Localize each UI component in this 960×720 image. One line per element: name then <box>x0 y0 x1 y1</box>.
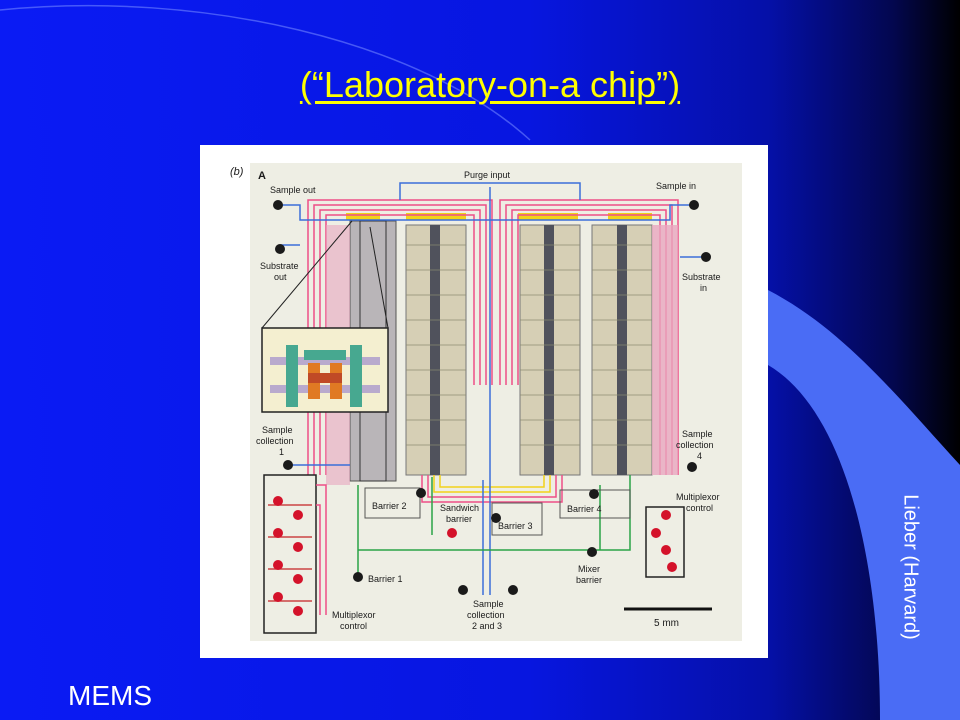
zoom-inset <box>261 220 389 413</box>
label-sample-collection-1-b: collection <box>256 436 294 446</box>
label-substrate-out-2: out <box>274 272 287 282</box>
label-sample-collection-1-c: 1 <box>279 447 284 457</box>
label-sample-collection-23-c: 2 and 3 <box>472 621 502 631</box>
label-multiplexor-control-left-1: Multiplexor <box>332 610 376 620</box>
label-substrate-in-2: in <box>700 283 707 293</box>
label-mixer-barrier-1: Mixer <box>578 564 600 574</box>
yellow-channels <box>346 213 652 220</box>
label-sample-collection-4-c: 4 <box>697 451 702 461</box>
port-dots <box>273 200 711 595</box>
label-substrate-out-1: Substrate <box>260 261 299 271</box>
label-barrier-3: Barrier 3 <box>498 521 533 531</box>
section-label: A <box>258 170 266 182</box>
label-substrate-in-1: Substrate <box>682 272 721 282</box>
side-credit-text: Lieber (Harvard) <box>899 494 922 640</box>
label-sandwich-barrier-2: barrier <box>446 514 472 524</box>
slide-title: (“Laboratory-on-a chip”) <box>299 64 681 105</box>
label-sample-collection-4-b: collection <box>676 440 714 450</box>
panel-label: (b) <box>230 166 244 178</box>
red-valve-dots <box>273 496 677 616</box>
label-sandwich-barrier-1: Sandwich <box>440 503 479 513</box>
multiplexor-block-right <box>645 506 685 578</box>
label-multiplexor-control-left-2: control <box>340 621 367 631</box>
label-scale-bar: 5 mm <box>654 618 679 629</box>
side-credit: Lieber (Harvard) <box>890 477 930 657</box>
label-sample-collection-23-a: Sample <box>473 599 504 609</box>
footer-label: MEMS <box>68 680 152 711</box>
label-multiplexor-control-right-2: control <box>686 503 713 513</box>
label-barrier-4: Barrier 4 <box>567 504 602 514</box>
label-sample-collection-1-a: Sample <box>262 425 293 435</box>
label-sample-collection-23-b: collection <box>467 610 505 620</box>
label-barrier-2: Barrier 2 <box>372 501 407 511</box>
column-hatching <box>406 244 652 446</box>
label-multiplexor-control-right-1: Multiplexor <box>676 492 720 502</box>
lab-on-chip-figure: (b) A Purge input Sample out Sample in S… <box>200 145 768 658</box>
channel-columns <box>326 220 678 485</box>
label-sample-collection-4-a: Sample <box>682 429 713 439</box>
label-purge-input: Purge input <box>464 170 511 180</box>
label-sample-in: Sample in <box>656 181 696 191</box>
label-mixer-barrier-2: barrier <box>576 575 602 585</box>
label-sample-out: Sample out <box>270 185 316 195</box>
blue-control-lines <box>278 182 706 595</box>
label-barrier-1: Barrier 1 <box>368 574 403 584</box>
